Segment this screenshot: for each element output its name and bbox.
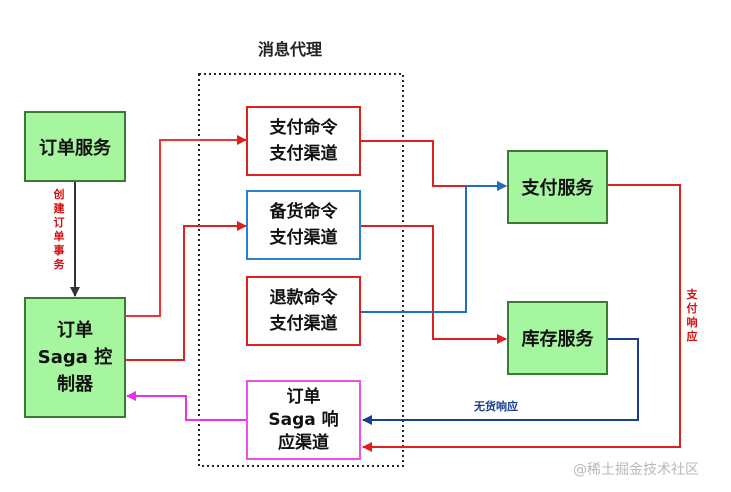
message-broker-title: 消息代理 (258, 40, 323, 59)
edge-saga-to-reserve-command (125, 221, 247, 361)
payment-command-channel-label: 支付命令 支付渠道 (269, 118, 338, 164)
create-order-transaction-label: 创建订单事务 (53, 188, 65, 271)
edge-payment-response (362, 184, 681, 452)
saga-orchestrator-node: 订单 Saga 控 制器 (24, 297, 126, 418)
inventory-service-label: 库存服务 (521, 329, 594, 350)
edge-saga-to-payment-command (125, 135, 247, 317)
reserve-command-channel-label: 备货命令 支付渠道 (269, 202, 338, 248)
edge-reserve-command-to-inventory (361, 225, 507, 344)
no-inventory-response-label: 无货响应 (474, 400, 518, 413)
watermark: @稀土掘金技术社区 (573, 462, 699, 478)
payment-service-label: 支付服务 (521, 178, 594, 199)
message-broker-container (198, 73, 404, 467)
order-service-label: 订单服务 (39, 137, 111, 159)
saga-reply-channel-label: 订单 Saga 响 应渠道 (268, 386, 339, 453)
edge-reply-to-saga (126, 391, 246, 421)
payment-service-node: 支付服务 (507, 150, 608, 224)
edge-no-inventory-response (362, 338, 639, 425)
payment-response-label: 支付响应 (686, 288, 698, 343)
saga-orchestrator-label: 订单 Saga 控 制器 (37, 320, 113, 395)
reserve-command-channel: 备货命令 支付渠道 (246, 190, 361, 260)
edge-refund-command-to-payment (361, 181, 507, 313)
order-service-node: 订单服务 (24, 111, 126, 182)
refund-command-channel: 退款命令 支付渠道 (246, 276, 361, 346)
saga-reply-channel: 订单 Saga 响 应渠道 (246, 380, 361, 460)
edge-payment-command-to-payment (361, 140, 507, 191)
payment-command-channel: 支付命令 支付渠道 (246, 106, 361, 176)
inventory-service-node: 库存服务 (507, 301, 608, 375)
refund-command-channel-label: 退款命令 支付渠道 (269, 288, 338, 334)
